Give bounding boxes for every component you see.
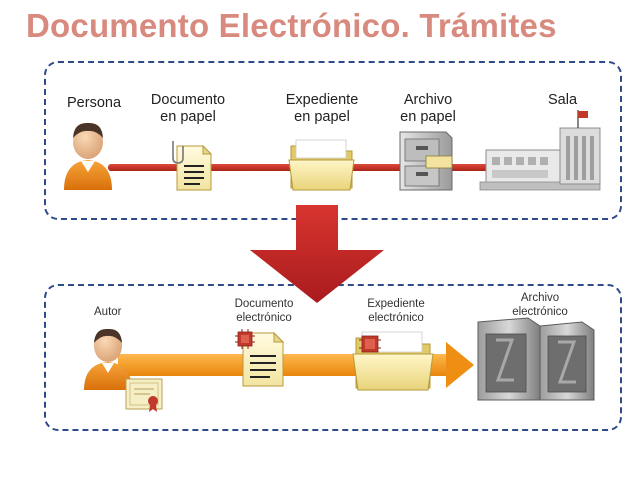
- persona-icon: [64, 123, 112, 190]
- paper-folder-label: Expediente en papel: [272, 92, 372, 126]
- electronic-document-label: Documento electrónico: [222, 298, 306, 325]
- persona-label: Persona: [67, 95, 121, 112]
- certificate-icon: [126, 379, 162, 412]
- paper-document-label-line2: en papel: [140, 109, 236, 126]
- transition-down-arrow: [250, 205, 384, 303]
- electronic-archive-label: Archivo electrónico: [498, 292, 582, 319]
- paper-folder-icon: [289, 140, 354, 190]
- server-rack-icon: [478, 318, 594, 400]
- electronic-folder-label-line1: Expediente: [354, 298, 438, 312]
- electronic-archive-label-line1: Archivo: [498, 292, 582, 306]
- electronic-folder-label: Expediente electrónico: [354, 298, 438, 325]
- folder-chip-icon: [359, 336, 381, 352]
- paper-archive-label: Archivo en papel: [388, 92, 468, 126]
- paper-document-label: Documento en papel: [140, 92, 236, 126]
- paper-archive-label-line2: en papel: [388, 109, 468, 126]
- paper-document-label-line1: Documento: [140, 92, 236, 109]
- paper-document-icon: [173, 141, 211, 190]
- electronic-archive-label-line2: electrónico: [498, 306, 582, 320]
- paper-folder-label-line1: Expediente: [272, 92, 372, 109]
- building-icon: [480, 110, 600, 190]
- paper-folder-label-line2: en papel: [272, 109, 372, 126]
- electronic-document-label-line2: electrónico: [222, 312, 306, 326]
- sala-label: Sala: [548, 92, 577, 109]
- electronic-folder-label-line2: electrónico: [354, 312, 438, 326]
- autor-label: Autor: [94, 306, 122, 320]
- chip-icon: [235, 329, 255, 349]
- filing-cabinet-icon: [400, 132, 452, 190]
- paper-archive-label-line1: Archivo: [388, 92, 468, 109]
- electronic-document-label-line1: Documento: [222, 298, 306, 312]
